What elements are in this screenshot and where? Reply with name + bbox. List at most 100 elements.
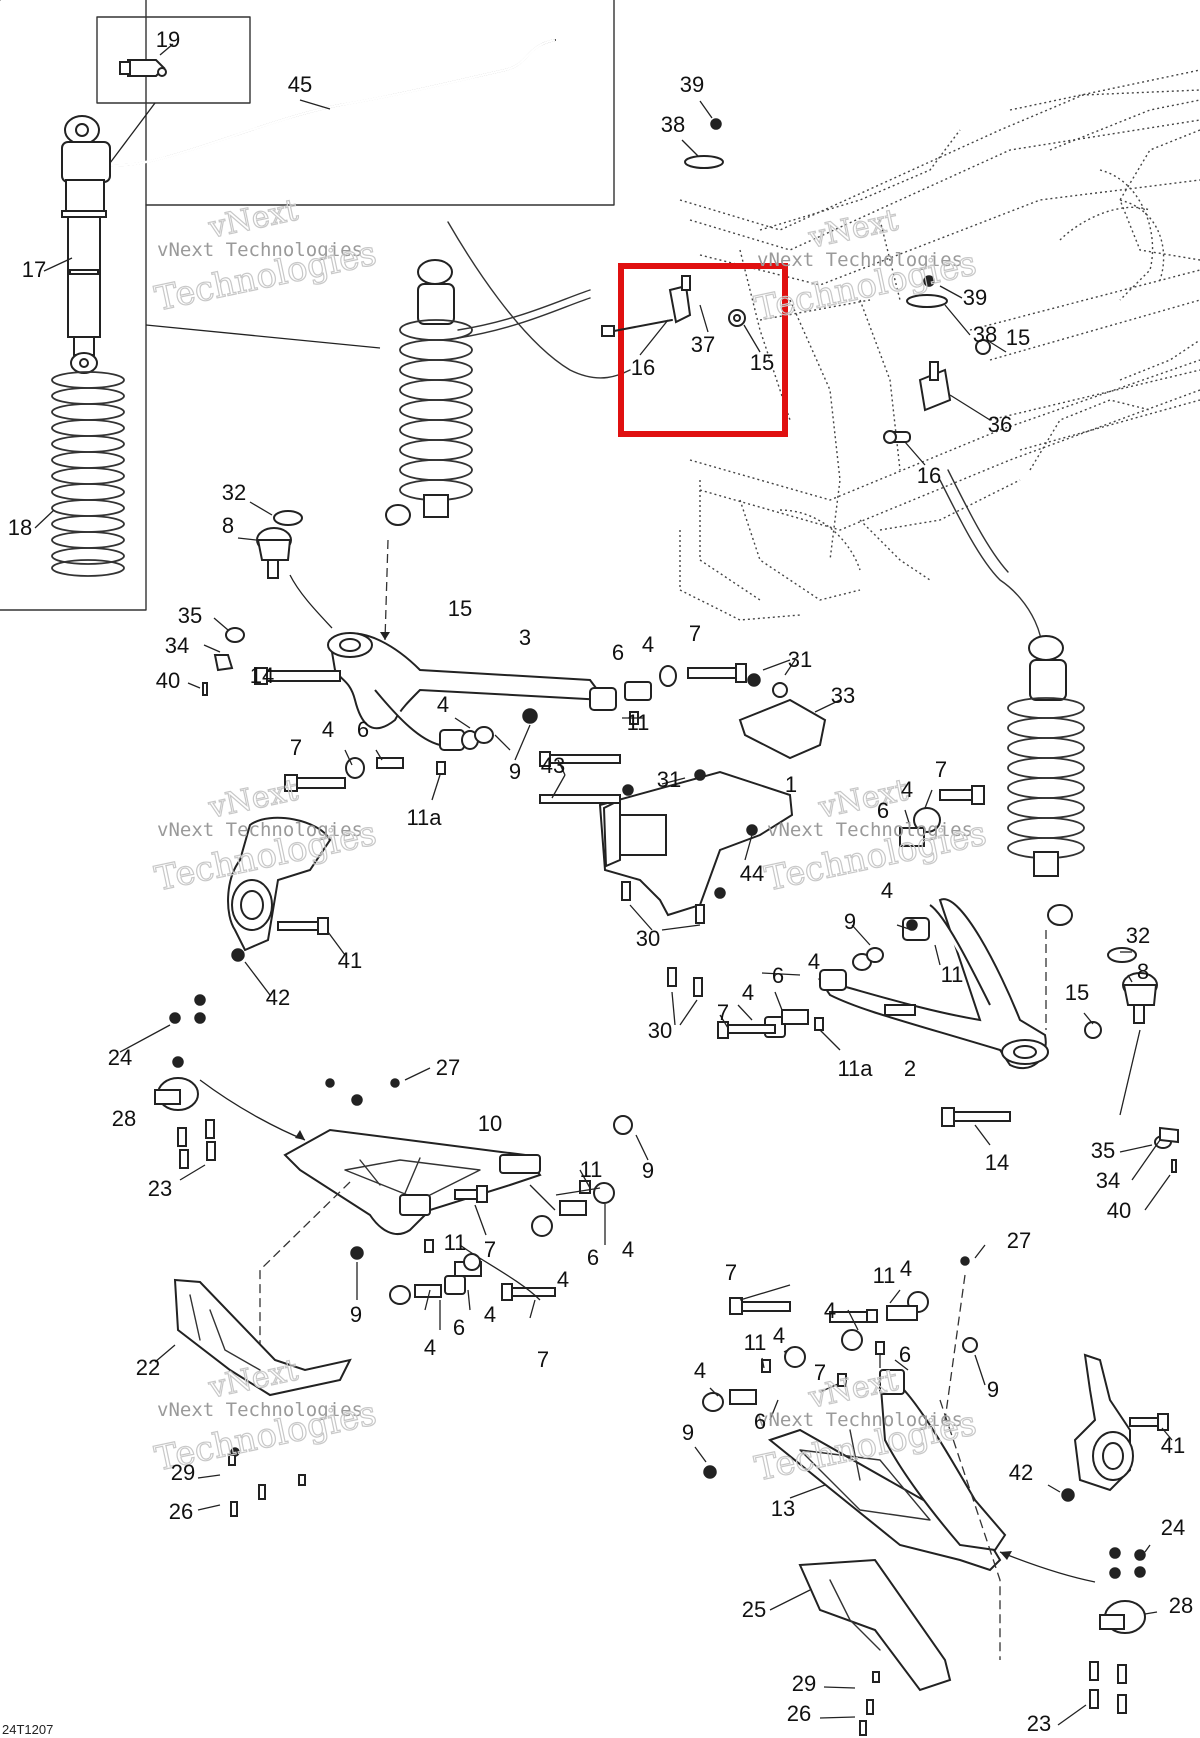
part-label-11: 11 [444, 1230, 467, 1255]
part-label-33: 33 [831, 683, 855, 708]
part-label-6: 6 [453, 1315, 465, 1340]
part-label-42: 42 [266, 985, 290, 1010]
part-label-9: 9 [987, 1377, 999, 1402]
mount-bracket-1 [598, 770, 794, 917]
part-label-11: 11 [873, 1263, 896, 1288]
part-label-35: 35 [1091, 1138, 1115, 1163]
steering-knuckle-left [227, 816, 332, 952]
part-label-29: 29 [171, 1460, 195, 1485]
part-label-38: 38 [661, 112, 685, 137]
part-label-4: 4 [484, 1302, 496, 1327]
part-label-6: 6 [772, 963, 784, 988]
part-label-7: 7 [725, 1260, 737, 1285]
skid-plate-22 [173, 1278, 352, 1397]
shock-detail-inset [0, 0, 615, 611]
part-label-24: 24 [108, 1045, 132, 1070]
part-label-43: 43 [541, 753, 565, 778]
part-label-4: 4 [694, 1358, 706, 1383]
watermark-title: vNext [205, 193, 301, 246]
part-label-9: 9 [642, 1158, 654, 1183]
part-label-4: 4 [901, 777, 913, 802]
part-label-16: 16 [631, 355, 655, 380]
part-label-16: 16 [917, 463, 941, 488]
part-label-11a: 11a [406, 805, 442, 830]
part-label-6: 6 [899, 1342, 911, 1367]
part-label-45: 45 [288, 72, 312, 97]
part-label-30: 30 [648, 1018, 672, 1043]
part-label-42: 42 [1009, 1460, 1033, 1485]
part-label-6: 6 [612, 640, 624, 665]
part-label-44: 44 [740, 861, 764, 886]
part-label-7: 7 [689, 621, 701, 646]
part-label-15: 15 [750, 350, 774, 375]
part-label-4: 4 [773, 1323, 785, 1348]
part-label-8: 8 [222, 513, 234, 538]
part-label-14: 14 [985, 1150, 1009, 1175]
part-label-4: 4 [808, 949, 820, 974]
upper-a-arm-right-2 [817, 898, 1049, 1070]
part-label-1: 1 [785, 772, 797, 797]
part-label-23: 23 [148, 1176, 172, 1201]
watermark-subtitle: vNext Technologies [757, 1409, 963, 1431]
part-label-8: 8 [1137, 959, 1149, 984]
part-label-4: 4 [424, 1335, 436, 1360]
part-label-4: 4 [622, 1237, 634, 1262]
skid-plate-33 [738, 698, 827, 760]
part-label-34: 34 [165, 633, 189, 658]
part-label-4: 4 [322, 717, 334, 742]
part-label-22: 22 [136, 1355, 160, 1380]
part-label-27: 27 [1007, 1228, 1031, 1253]
document-code: 24T1207 [2, 1722, 53, 1737]
part-label-41: 41 [338, 948, 362, 973]
part-label-39: 39 [963, 285, 987, 310]
part-label-9: 9 [844, 909, 856, 934]
part-label-38: 38 [973, 322, 997, 347]
part-label-32: 32 [1126, 923, 1150, 948]
part-label-23: 23 [1027, 1711, 1051, 1736]
coil-spring-18 [51, 371, 125, 577]
part-label-34: 34 [1096, 1168, 1120, 1193]
part-label-35: 35 [178, 603, 202, 628]
part-label-9: 9 [509, 759, 521, 784]
part-label-7: 7 [484, 1237, 496, 1262]
part-label-40: 40 [1107, 1198, 1131, 1223]
part-label-4: 4 [642, 632, 654, 657]
watermark-subtitle: vNext Technologies [157, 819, 363, 841]
part-label-26: 26 [169, 1499, 193, 1524]
highlight-box [618, 263, 788, 437]
part-label-3: 3 [519, 625, 531, 650]
part-label-25: 25 [742, 1597, 766, 1622]
part-label-37: 37 [691, 332, 715, 357]
part-label-36: 36 [988, 412, 1012, 437]
part-label-9: 9 [350, 1302, 362, 1327]
watermark-subtitle: vNext Technologies [767, 819, 973, 841]
part-label-31: 31 [788, 647, 812, 672]
watermark-title: vNext [805, 203, 901, 256]
part-label-14: 14 [250, 663, 274, 688]
upper-a-arm-left-3 [327, 632, 608, 746]
part-label-11: 11 [941, 962, 964, 987]
fitting-19 [119, 59, 167, 77]
part-label-17: 17 [22, 257, 46, 282]
skid-plate-25 [798, 1558, 952, 1692]
shock-left [385, 259, 473, 526]
part-label-11: 11 [744, 1330, 767, 1355]
part-label-7: 7 [290, 735, 302, 760]
steering-knuckle-right [1073, 1353, 1134, 1492]
lower-a-arm-left-10 [283, 1128, 542, 1235]
part-label-15: 15 [448, 596, 472, 621]
part-label-7: 7 [814, 1360, 826, 1385]
part-label-18: 18 [8, 515, 32, 540]
part-label-9: 9 [682, 1420, 694, 1445]
part-label-4: 4 [824, 1298, 836, 1323]
shock-absorber-17 [61, 115, 111, 374]
part-label-32: 32 [222, 480, 246, 505]
part-label-4: 4 [437, 692, 449, 717]
part-label-41: 41 [1161, 1433, 1185, 1458]
part-label-6: 6 [877, 798, 889, 823]
part-label-4: 4 [900, 1256, 912, 1281]
